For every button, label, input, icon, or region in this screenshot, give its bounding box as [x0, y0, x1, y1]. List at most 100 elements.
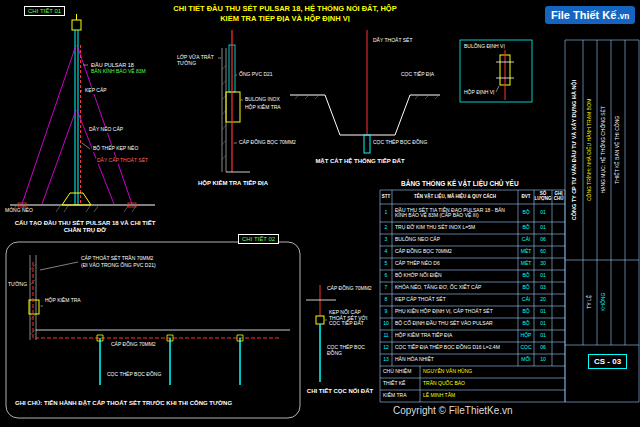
detail-tag: CHI TIẾT 01 [24, 6, 65, 16]
callout-label: ỐNG PVC D21 [238, 72, 274, 78]
table-cell: BULÔNG NEO CÁP [394, 235, 516, 245]
callout-label: TƯỜNG [7, 282, 28, 288]
callout-label: MẶT CẮT HỆ THỐNG TIẾP ĐẤT [296, 158, 424, 165]
table-cell: BỘ [519, 319, 533, 329]
title-block-text: HẠNG MỤC: HỆ THỐNG CHỐNG SÉT [601, 50, 607, 250]
table-cell: KIỂM TRA [382, 391, 418, 401]
callout-label: BỘ THÉP KẸP NÉO [92, 146, 139, 152]
table-cell: 12 [381, 343, 391, 353]
test-box [226, 92, 240, 122]
callout-label: CÁP ĐỒNG 70MM2 [326, 286, 373, 292]
earth-rod [319, 324, 321, 382]
table-cell: 01 [535, 271, 551, 281]
detail-frame [6, 242, 300, 418]
ground-line [36, 330, 290, 331]
callout-label: HỘP ĐỊNH VỊ [463, 90, 495, 96]
node-text: CHI TIẾT 01 [28, 8, 61, 14]
table-cell: 10 [381, 319, 391, 329]
table-cell: BỘ [519, 283, 533, 293]
callout-label: CÁP ĐỒNG 70MM2 [110, 342, 157, 348]
table-cell: MÉT [519, 247, 533, 257]
detail-tag: CHI TIẾT 02 [238, 234, 279, 244]
table-cell: CÁI [519, 235, 533, 245]
title-block-grid [565, 40, 639, 402]
down-conductor [80, 45, 81, 205]
ground-line [306, 300, 336, 301]
callout-label: HỘP KIỂM TRA TIẾP ĐỊA [186, 180, 280, 187]
callout-label: BẢNG THỐNG KÊ VẬT LIỆU CHỦ YẾU [400, 180, 520, 187]
ground-line [226, 172, 250, 173]
table-cell: 06 [535, 235, 551, 245]
callout-label: KẸP CÁP [84, 88, 108, 94]
table-cell: TRỤ ĐỠ KIM THU SÉT INOX L=5M [394, 223, 516, 233]
table-cell: CÁP ĐỒNG BỌC 70MM2 [394, 247, 516, 257]
table-cell: HỘP [519, 331, 533, 341]
table-cell: CHỦ NHIỆM [382, 367, 418, 377]
pulsar-head [72, 20, 81, 30]
wall-hatch [222, 65, 226, 160]
leader-line [496, 86, 499, 92]
callout-label: LỚP VỮA TRÁT TƯỜNG [176, 55, 218, 66]
callout-label: DÂY CÁP THOÁT SÉT [96, 158, 149, 164]
earth-cable [33, 262, 280, 338]
table-cell: 03 [535, 283, 551, 293]
table-cell: 30 [535, 259, 551, 269]
callout-label: CÁP ĐỒNG BỌC 70MM2 [238, 140, 297, 146]
leader-line [218, 58, 243, 143]
table-cell: 5 [381, 259, 391, 269]
mast-base [62, 193, 91, 205]
callout-label: HỘP KIỂM TRA [244, 105, 282, 111]
table-cell: CÁI [519, 295, 533, 305]
table-cell: ĐVT [519, 191, 533, 203]
node-subtext: .vn [617, 12, 629, 21]
callout-label: BULONG INOX [244, 97, 281, 103]
callout-label: CỌC TIẾP ĐỊA [400, 72, 435, 78]
callout-label: BULÔNG ĐỊNH VỊ [463, 44, 506, 50]
wall-line [222, 48, 226, 172]
table-cell: MÉT [519, 259, 533, 269]
down-conductor [505, 44, 506, 100]
title-block-text: THIẾT KẾ BẢN VẼ THI CÔNG [615, 50, 621, 250]
table-cell: 10 [535, 355, 551, 365]
table-cell: THIẾT KẾ [382, 379, 418, 389]
node-text: File Thiết Kế [551, 9, 616, 21]
title-block-text: KHÔNG [601, 262, 607, 342]
table-cell: 2 [381, 223, 391, 233]
drawing-title: CHI TIẾT ĐẦU THU SÉT PULSAR 18, HỆ THỐNG… [170, 4, 400, 24]
table-cell: 20 [535, 295, 551, 305]
table-cell: 13 [381, 355, 391, 365]
table-cell: CỌC TIẾP ĐỊA THÉP BỌC ĐỒNG D16 L=2.4M [394, 343, 516, 353]
rod-clamp [316, 316, 324, 324]
table-cell: 01 [535, 331, 551, 341]
callout-label: DÂY NÉO CÁP [88, 127, 124, 133]
wall-line [30, 255, 36, 340]
callout-label: (ĐI VÀO TRONG ỐNG PVC D21) [80, 263, 157, 269]
pulsar-tip [76, 14, 77, 20]
table-cell: 8 [381, 295, 391, 305]
table-cell: 06 [535, 343, 551, 353]
table-cell: 11 [381, 331, 391, 341]
table-cell: LÊ MINH TÂM [422, 391, 562, 401]
table-cell: CỌC [519, 343, 533, 353]
table-cell: 1 [381, 205, 391, 221]
table-cell: 01 [535, 205, 551, 221]
guy-anchor [18, 203, 26, 207]
callout-label: CỌC THÉP BỌC ĐỒNG [372, 140, 428, 146]
callout-label: MÓNG NÉO [4, 208, 34, 214]
callout-label: HỘP KIỂM TRA [44, 298, 82, 304]
table-cell: 3 [381, 235, 391, 245]
table-cell: 9 [381, 307, 391, 317]
title-block-text: TỶ LỆ [587, 262, 593, 342]
table-cell: KẸP CÁP THOÁT SÉT [394, 295, 516, 305]
table-cell: BỘ [519, 223, 533, 233]
table-cell: CÁP THÉP NÉO D6 [394, 259, 516, 269]
callout-label: ĐẦU PULSAR 18 [90, 62, 135, 68]
callout-label: DÂY THOÁT SÉT [372, 38, 413, 44]
callout-label: KẸP NỐI CÁP THOÁT SÉT VỚI CỌC TIẾP ĐẤT [328, 310, 376, 327]
table-cell: PHỤ KIỆN HỘP ĐỊNH VỊ, CÁP THOÁT SÉT [394, 307, 516, 317]
table-grid [380, 190, 565, 402]
table-cell: 6 [381, 271, 391, 281]
callout-label: CÁP THOÁT SÉT TRẦN 70MM2 [80, 256, 154, 262]
earth-rod [364, 135, 370, 153]
